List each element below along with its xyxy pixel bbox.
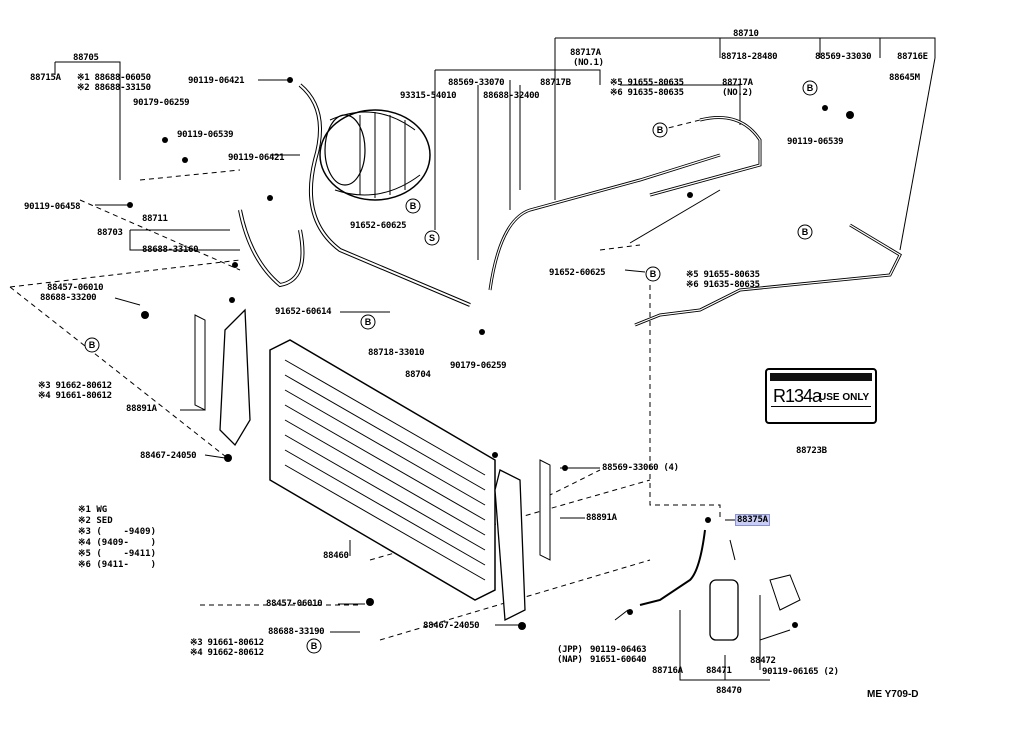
label-88710[interactable]: 88710 <box>733 29 759 39</box>
label-88716A[interactable]: 88716A <box>652 666 683 676</box>
badge-b-6: B <box>645 266 661 282</box>
label-88457-06010-a[interactable]: 88457-06010 <box>47 283 104 293</box>
badge-b-5-text: B <box>807 83 814 93</box>
label-90119-06539-b[interactable]: 90119-06539 <box>787 137 844 147</box>
label-90119-06539-a[interactable]: 90119-06539 <box>177 130 234 140</box>
badge-b-3: B <box>360 314 376 330</box>
label-88569-33030[interactable]: 88569-33030 <box>815 52 872 62</box>
badge-s: S <box>424 230 440 246</box>
label-88467-24050-b[interactable]: 88467-24050 <box>423 621 480 631</box>
label-91662-80612-a[interactable]: ※3 91662-80612 <box>38 381 112 391</box>
label-91635-80635-a[interactable]: ※6 91635-80635 <box>610 88 684 98</box>
variant-legend: ※1 WG ※2 SED ※3 ( -9409) ※4 (9409- ) ※5 … <box>78 505 156 571</box>
label-91635-80635-b[interactable]: ※6 91635-80635 <box>686 280 760 290</box>
label-88460[interactable]: 88460 <box>323 551 349 561</box>
label-header-bar <box>770 373 872 381</box>
bracket-88710 <box>555 37 936 58</box>
label-90119-06421-a[interactable]: 90119-06421 <box>188 76 245 86</box>
refrigerant-use-only: USE ONLY <box>819 392 870 403</box>
badge-b-3-text: B <box>365 317 372 327</box>
label-88718-28480[interactable]: 88718-28480 <box>721 52 778 62</box>
badge-b-2: B <box>84 337 100 353</box>
label-88569-33070[interactable]: 88569-33070 <box>448 78 505 88</box>
label-88688-32400[interactable]: 88688-32400 <box>483 91 540 101</box>
legend-item: ※6 (9411- ) <box>78 560 156 570</box>
label-90119-06458[interactable]: 90119-06458 <box>24 202 81 212</box>
label-88688-33160[interactable]: 88688-33160 <box>142 245 199 255</box>
label-91661-80612-b[interactable]: ※3 91661-80612 <box>190 638 264 648</box>
label-91652-60625-b[interactable]: 91652-60625 <box>549 268 606 278</box>
label-fine-print <box>771 406 871 417</box>
badge-b-8: B <box>306 638 322 654</box>
label-88471[interactable]: 88471 <box>706 666 732 676</box>
label-88688-33150[interactable]: ※2 88688-33150 <box>77 83 151 93</box>
label-91651-60640[interactable]: 91651-60640 <box>590 655 647 665</box>
badge-b-7-text: B <box>802 227 809 237</box>
label-88645M[interactable]: 88645M <box>889 73 920 83</box>
legend-item: ※4 (9409- ) <box>78 538 156 548</box>
condenser <box>269 339 496 601</box>
label-88717A-no1[interactable]: 88717A <box>570 48 601 58</box>
badge-b-4: B <box>652 122 668 138</box>
label-88569-33060[interactable]: 88569-33060 (4) <box>602 463 679 473</box>
label-88457-06010-b[interactable]: 88457-06010 <box>266 599 323 609</box>
legend-item: ※1 WG <box>78 505 108 515</box>
refrigerant-label-88723B[interactable]: R134a USE ONLY <box>765 368 877 424</box>
label-88891A-b[interactable]: 88891A <box>586 513 617 523</box>
label-88723B[interactable]: 88723B <box>796 446 827 456</box>
label-91655-80635-a[interactable]: ※5 91655-80635 <box>610 78 684 88</box>
label-91662-80612-b[interactable]: ※4 91662-80612 <box>190 648 264 658</box>
label-90119-06165[interactable]: 90119-06165 (2) <box>762 667 839 677</box>
label-91652-60625-a[interactable]: 91652-60625 <box>350 221 407 231</box>
label-88688-33190[interactable]: 88688-33190 <box>268 627 325 637</box>
legend-item: ※3 ( -9409) <box>78 527 156 537</box>
label-88717A-no1-sub: (NO.1) <box>573 58 604 68</box>
label-90179-06259-a[interactable]: 90179-06259 <box>133 98 190 108</box>
badge-b-2-text: B <box>89 340 96 350</box>
receiver-dryer <box>709 579 739 641</box>
label-88717B[interactable]: 88717B <box>540 78 571 88</box>
label-88467-24050-a[interactable]: 88467-24050 <box>140 451 197 461</box>
label-88715A[interactable]: 88715A <box>30 73 61 83</box>
label-88688-06050[interactable]: ※1 88688-06050 <box>77 73 151 83</box>
label-88688-33200[interactable]: 88688-33200 <box>40 293 97 303</box>
label-jpp: (JPP) <box>557 645 583 655</box>
badge-b-5: B <box>802 80 818 96</box>
label-90119-06463[interactable]: 90119-06463 <box>590 645 647 655</box>
label-88717A-no2[interactable]: 88717A <box>722 78 753 88</box>
badge-b-8-text: B <box>311 641 318 651</box>
legend-item: ※5 ( -9411) <box>78 549 156 559</box>
badge-b-1-text: B <box>410 201 417 211</box>
legend-item: ※2 SED <box>78 516 113 526</box>
label-88718-33010[interactable]: 88718-33010 <box>368 348 425 358</box>
label-93315-54010[interactable]: 93315-54010 <box>400 91 457 101</box>
label-88703[interactable]: 88703 <box>97 228 123 238</box>
label-90179-06259-b[interactable]: 90179-06259 <box>450 361 507 371</box>
label-88716E[interactable]: 88716E <box>897 52 928 62</box>
badge-b-6-text: B <box>650 269 657 279</box>
label-88891A-a[interactable]: 88891A <box>126 404 157 414</box>
badge-b-4-text: B <box>657 125 664 135</box>
badge-s-text: S <box>429 233 435 243</box>
label-88375A[interactable]: 88375A <box>735 514 770 526</box>
badge-b-7: B <box>797 224 813 240</box>
refrigerant-type: R134a <box>773 386 822 406</box>
label-91655-80635-b[interactable]: ※5 91655-80635 <box>686 270 760 280</box>
label-88711[interactable]: 88711 <box>142 214 168 224</box>
label-91661-80612-a[interactable]: ※4 91661-80612 <box>38 391 112 401</box>
label-90119-06421-b[interactable]: 90119-06421 <box>228 153 285 163</box>
label-88717A-no2-sub: (NO.2) <box>722 88 753 98</box>
badge-b-1: B <box>405 198 421 214</box>
diagram-code: ME Y709-D <box>867 689 919 700</box>
label-nap: (NAP) <box>557 655 583 665</box>
label-91652-60614[interactable]: 91652-60614 <box>275 307 332 317</box>
label-88472[interactable]: 88472 <box>750 656 776 666</box>
label-88470[interactable]: 88470 <box>716 686 742 696</box>
label-88704[interactable]: 88704 <box>405 370 431 380</box>
label-88705[interactable]: 88705 <box>73 53 99 63</box>
